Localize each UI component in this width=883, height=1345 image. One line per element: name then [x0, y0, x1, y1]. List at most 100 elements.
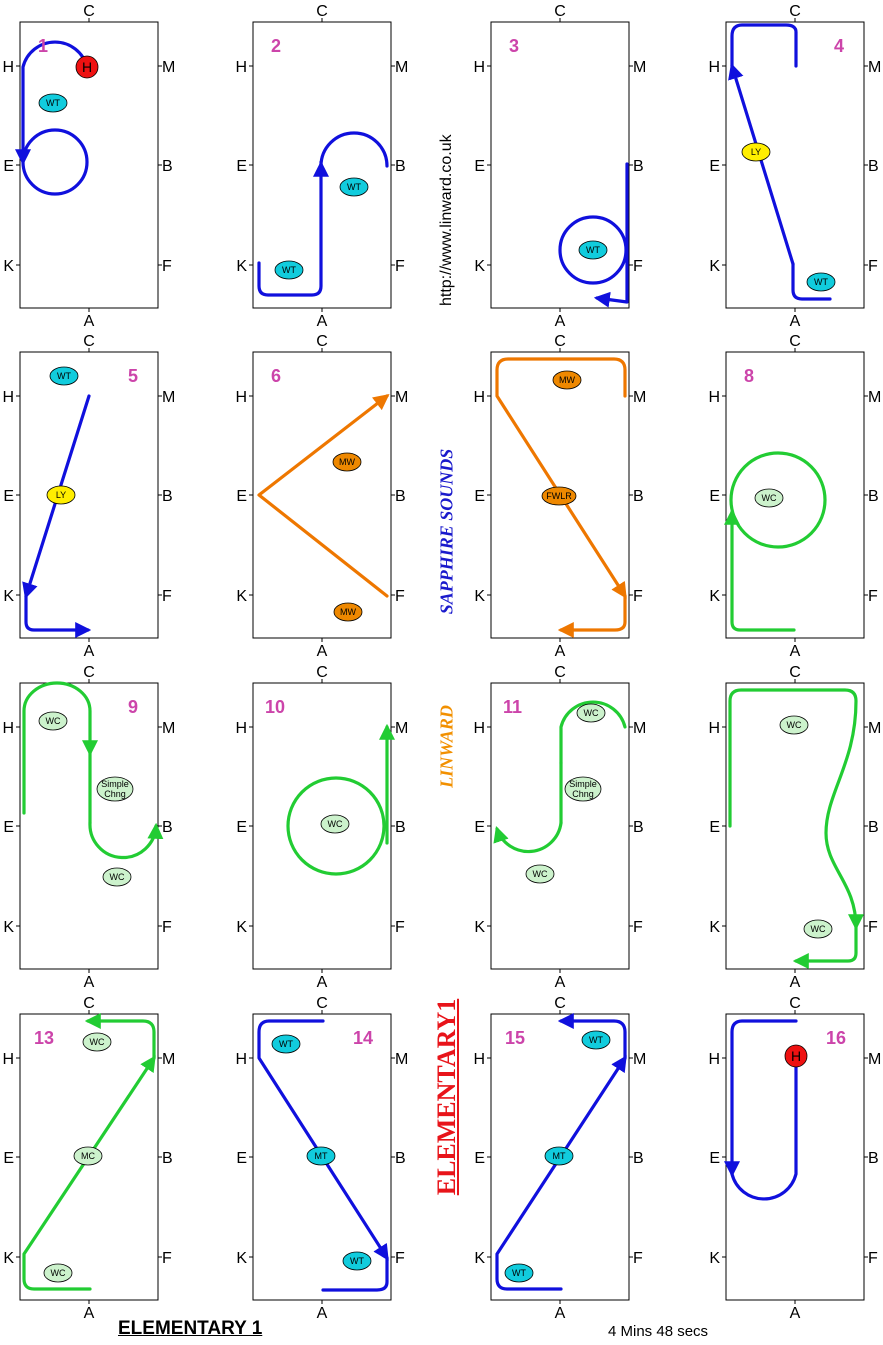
marker-letter-left: E — [709, 488, 720, 505]
panel-number: 16 — [826, 1028, 846, 1048]
marker-letter-top: C — [83, 995, 95, 1012]
gait-badge-label: WT — [814, 277, 828, 287]
marker-letter-bottom: A — [84, 643, 95, 660]
gait-badge-label: MW — [559, 375, 575, 385]
gait-badge — [82, 1032, 112, 1052]
gait-badge-label: WT — [350, 1256, 364, 1266]
marker-letter-right: B — [162, 1150, 173, 1167]
marker-letter-right: B — [162, 488, 173, 505]
elementary-side-title: ELEMENTARY1 — [432, 998, 461, 1196]
movement-path — [557, 594, 627, 638]
gait-badge — [43, 1263, 73, 1283]
gait-badge-label: WC — [762, 493, 777, 503]
movement-path — [495, 1055, 627, 1291]
sapphire-sounds-text: SAPPHIRE SOUNDS — [436, 448, 457, 615]
marker-letter-left: K — [474, 258, 485, 275]
marker-letter-right: B — [633, 158, 644, 175]
movement-path — [593, 162, 629, 308]
marker-letter-bottom: A — [555, 1305, 566, 1322]
marker-letter-right: F — [162, 258, 172, 275]
marker-letter-right: M — [162, 389, 175, 406]
marker-letter-bottom: A — [317, 313, 328, 330]
marker-letter-left: K — [709, 1250, 720, 1267]
marker-letter-top: C — [789, 333, 801, 350]
marker-letter-right: M — [868, 59, 881, 76]
marker-letter-bottom: A — [317, 1305, 328, 1322]
gait-badge — [803, 919, 833, 939]
marker-letter-right: M — [395, 389, 408, 406]
gait-badge — [541, 486, 577, 506]
gait-badge-label: MT — [315, 1151, 328, 1161]
marker-letter-right: F — [162, 588, 172, 605]
movement-path — [728, 688, 864, 931]
marker-letter-right: F — [633, 919, 643, 936]
marker-letter-right: B — [395, 819, 406, 836]
marker-letter-top: C — [316, 3, 328, 20]
gait-badge — [320, 814, 350, 834]
marker-letter-left: H — [708, 720, 720, 737]
gait-badge — [576, 703, 606, 723]
gait-badge-label: Chng — [572, 789, 594, 799]
marker-letter-top: C — [554, 333, 566, 350]
marker-letter-left: H — [2, 389, 14, 406]
gait-badge-label: WT — [512, 1268, 526, 1278]
gait-badge — [504, 1263, 534, 1283]
marker-letter-left: E — [236, 819, 247, 836]
gait-badge-label: WC — [51, 1268, 66, 1278]
marker-letter-top: C — [316, 664, 328, 681]
marker-letter-right: B — [868, 158, 879, 175]
gait-badge — [38, 711, 68, 731]
marker-letter-right: F — [395, 919, 405, 936]
marker-letter-top: C — [316, 995, 328, 1012]
movement-path — [22, 1055, 156, 1291]
marker-letter-left: H — [2, 1051, 14, 1068]
marker-letter-left: E — [474, 488, 485, 505]
marker-letter-right: M — [162, 59, 175, 76]
marker-letter-left: K — [709, 588, 720, 605]
gait-badge-label: FWLR — [546, 491, 572, 501]
gait-badge — [75, 55, 99, 79]
gait-badge — [552, 370, 582, 390]
marker-letter-right: M — [868, 1051, 881, 1068]
marker-letter-right: F — [395, 588, 405, 605]
movement-path — [321, 1256, 389, 1292]
movement-path — [730, 1056, 798, 1201]
gait-badge — [332, 452, 362, 472]
gait-badge — [73, 1146, 103, 1166]
gait-badge-label: WT — [57, 371, 71, 381]
gait-badge — [339, 177, 369, 197]
marker-letter-left: K — [236, 258, 247, 275]
gait-badge-label: MT — [553, 1151, 566, 1161]
movement-path — [791, 262, 832, 301]
marker-letter-right: M — [633, 1051, 646, 1068]
marker-letter-top: C — [789, 995, 801, 1012]
marker-letter-right: B — [633, 1150, 644, 1167]
circle-movement-path — [729, 451, 827, 549]
gait-badge — [564, 776, 602, 802]
marker-letter-left: H — [473, 59, 485, 76]
gait-badge-label: Simple — [569, 779, 597, 789]
marker-letter-right: M — [395, 1051, 408, 1068]
panel-number: 14 — [353, 1028, 373, 1048]
marker-letter-left: E — [3, 158, 14, 175]
website-url-text: http://www.linward.co.uk — [438, 134, 455, 306]
gait-badge — [342, 1251, 372, 1271]
marker-letter-bottom: A — [317, 974, 328, 991]
marker-letter-top: C — [83, 3, 95, 20]
marker-letter-bottom: A — [555, 643, 566, 660]
gait-badge — [544, 1146, 574, 1166]
movement-path — [257, 1019, 389, 1261]
marker-letter-left: K — [709, 258, 720, 275]
marker-letter-left: K — [3, 258, 14, 275]
marker-letter-right: F — [162, 1250, 172, 1267]
marker-letter-right: F — [633, 1250, 643, 1267]
marker-letter-top: C — [789, 3, 801, 20]
marker-letter-bottom: A — [555, 974, 566, 991]
gait-badge-label: H — [82, 59, 92, 75]
